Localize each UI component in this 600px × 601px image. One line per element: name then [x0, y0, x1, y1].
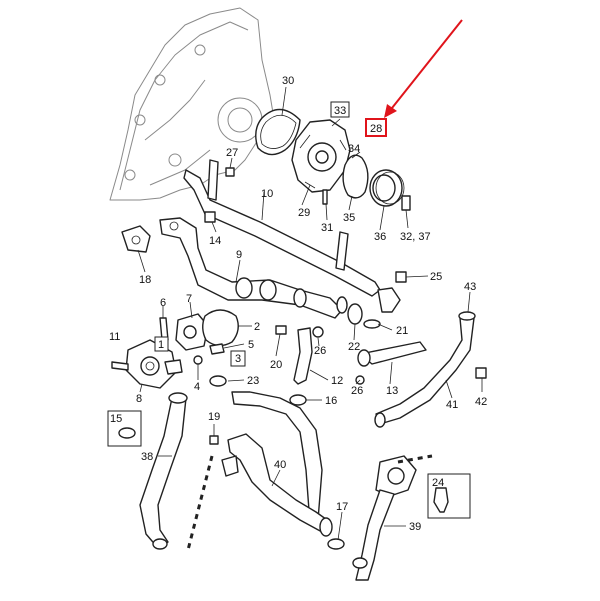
label-25: 25: [430, 271, 442, 283]
highlight-arrow: [365, 19, 463, 137]
clamp-17: [327, 538, 345, 550]
label-1: 1: [158, 339, 164, 351]
label-6: 6: [160, 297, 166, 309]
water-pump-29: [291, 119, 351, 193]
label-38: 38: [141, 451, 153, 463]
bolt-14: [204, 211, 216, 223]
o-ring-26: [312, 326, 324, 338]
gasket-18: [121, 225, 151, 253]
box-3: [230, 350, 246, 367]
bolt-31: [322, 189, 328, 205]
label-43: 43: [464, 281, 476, 293]
bolt-32: [401, 195, 411, 211]
clamp-23: [209, 375, 227, 387]
label-8: 8: [136, 393, 142, 405]
bolt-42: [475, 367, 487, 379]
clamp-38: [168, 392, 188, 404]
label-29: 29: [298, 207, 310, 219]
sensor-5: [209, 343, 225, 355]
pulley-36: [369, 169, 405, 207]
pipe-13: [355, 341, 427, 385]
connector-21: [377, 287, 401, 313]
label-11: 11: [109, 331, 120, 343]
label-30: 30: [282, 75, 294, 87]
label-26b: 26: [351, 385, 363, 397]
highlight-box: [365, 118, 387, 137]
timing-cover-outline: [109, 7, 276, 201]
label-15: 15: [110, 413, 122, 425]
label-31: 31: [321, 222, 333, 234]
label-14: 14: [209, 235, 221, 247]
label-18: 18: [139, 274, 151, 286]
pipe-40: [221, 433, 333, 537]
label-35: 35: [343, 212, 355, 224]
gasket-2: [202, 309, 239, 347]
label-17: 17: [336, 501, 348, 513]
washer-4: [193, 355, 203, 365]
box-1: [154, 336, 169, 352]
label-42: 42: [475, 396, 487, 408]
label-16: 16: [325, 395, 337, 407]
label-34: 34: [348, 143, 360, 155]
housing-8: [125, 339, 183, 389]
bolt-11: [111, 361, 129, 371]
o-ring-22b: [347, 303, 363, 325]
box-33: [330, 101, 350, 118]
label-5: 5: [248, 339, 254, 351]
label-36: 36: [374, 231, 386, 243]
label-20: 20: [270, 359, 282, 371]
coolant-pipe-10: [183, 159, 381, 297]
label-19: 19: [208, 411, 220, 423]
label-39: 39: [409, 521, 421, 533]
clamp-lower-38: [152, 538, 168, 550]
label-12: 12: [331, 375, 343, 387]
leader-lines: [137, 86, 483, 541]
label-9: 9: [236, 249, 242, 261]
label-21: 21: [396, 325, 408, 337]
label-27: 27: [226, 147, 238, 159]
bolt-20: [275, 325, 287, 335]
thermostat-housing-7: [175, 313, 209, 351]
label-28: 28: [370, 123, 382, 135]
gasket-35: [342, 154, 369, 199]
hose-39: [352, 455, 417, 581]
hose-26: [293, 327, 313, 385]
label-23: 23: [247, 375, 259, 387]
dashed-line-38: [186, 455, 214, 551]
label-3: 3: [235, 353, 241, 365]
label-33: 33: [334, 105, 346, 117]
bolt-27: [225, 167, 235, 177]
label-2: 2: [254, 321, 260, 333]
label-41: 41: [446, 399, 458, 411]
bolt-25: [395, 271, 407, 283]
o-ring-22a: [336, 296, 348, 314]
hose-38: [139, 397, 187, 549]
label-40: 40: [274, 459, 286, 471]
label-4: 4: [194, 381, 200, 393]
label-10: 10: [261, 188, 273, 200]
label-13: 13: [386, 385, 398, 397]
label-26a: 26: [314, 345, 326, 357]
hose-41: [374, 311, 476, 428]
callout-labels: 30 33 28 34 27 10 29 31 35 36 32, 37 14 …: [109, 75, 487, 533]
label-24: 24: [432, 477, 444, 489]
bolt-19: [209, 435, 219, 445]
label-32-37: 32, 37: [400, 231, 431, 243]
o-ring-21: [363, 319, 381, 329]
label-22: 22: [348, 341, 360, 353]
box-15: [107, 410, 142, 447]
label-7: 7: [186, 293, 192, 305]
